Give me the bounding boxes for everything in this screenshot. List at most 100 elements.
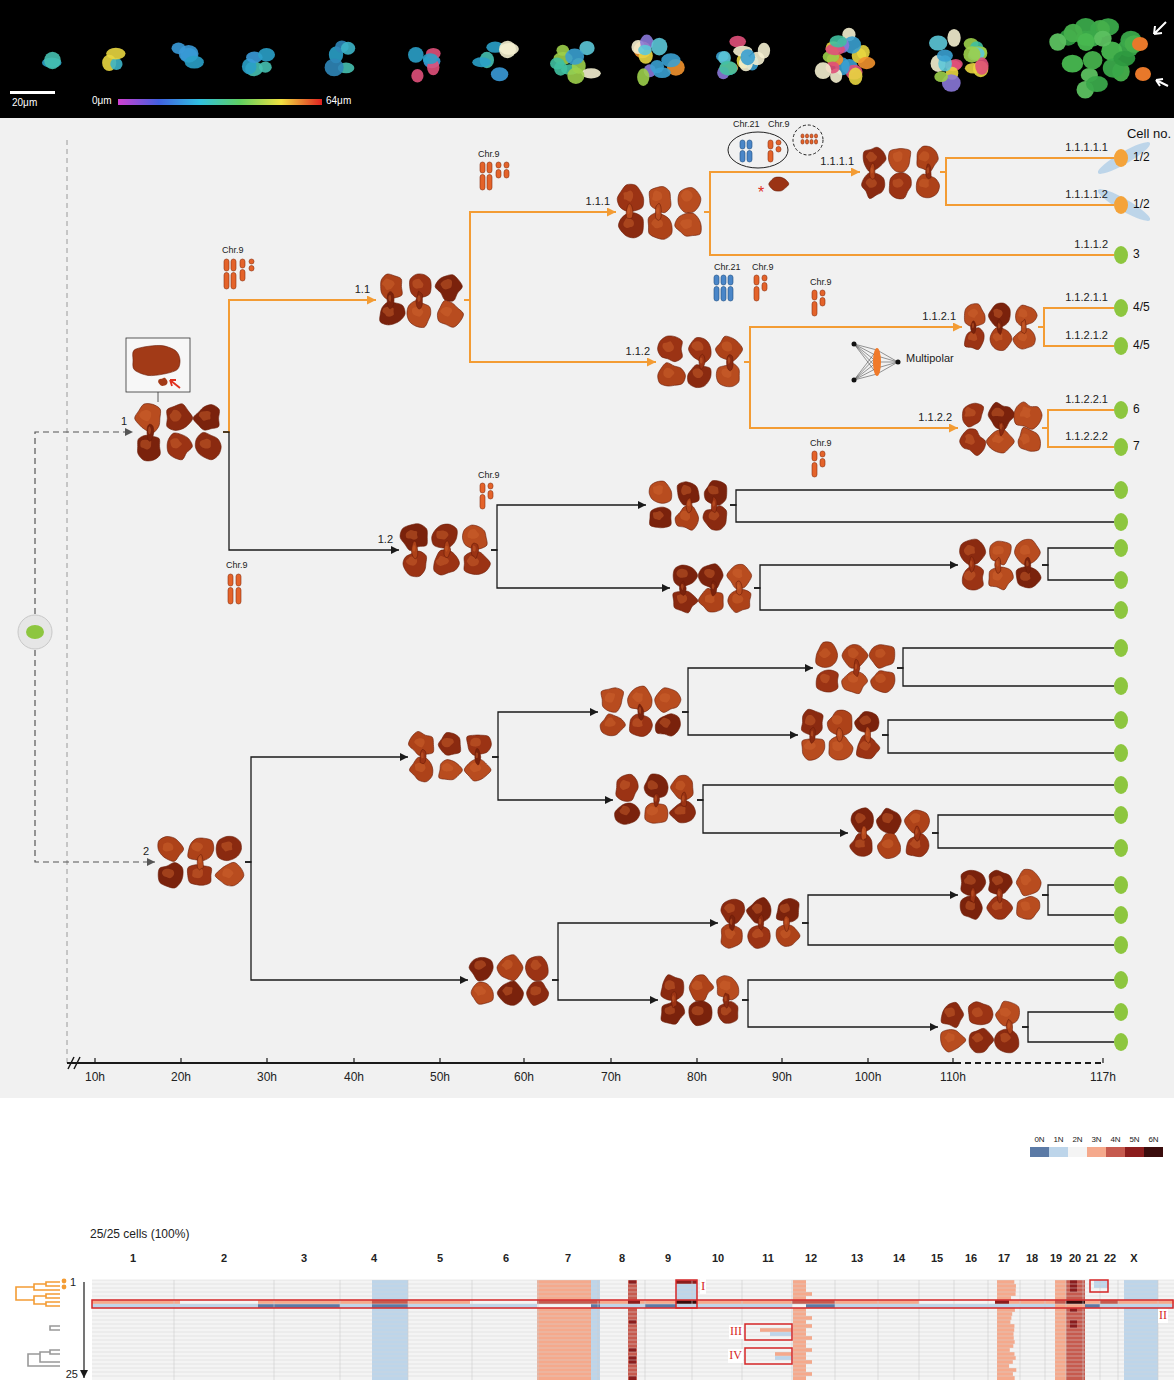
lineage-label: 1.1.2.2 <box>918 411 952 424</box>
copy-number-cell <box>1055 1340 1066 1344</box>
chromosome-arm <box>487 162 492 173</box>
chromatin-texture <box>1000 1008 1011 1017</box>
copy-number-cell <box>537 1376 591 1380</box>
chromatin-blob <box>888 149 910 173</box>
chromatin-texture <box>632 692 643 702</box>
chromosome-rule <box>645 1280 646 1380</box>
nucleus <box>729 36 746 48</box>
chromatin-blob <box>658 336 683 362</box>
time-tick-label: 110h <box>940 1071 966 1085</box>
chromatin-texture <box>388 295 391 302</box>
chromatin-texture <box>382 307 394 317</box>
copy-number-cell <box>1009 1288 1016 1292</box>
chromosome-arm <box>812 302 817 317</box>
chromatin-blob <box>876 808 901 834</box>
chromatin-blob <box>758 915 764 930</box>
nucleus <box>758 43 770 59</box>
copy-number-cell <box>372 1364 408 1368</box>
chromatin-texture <box>992 876 1003 886</box>
time-tick-label: 90h <box>772 1071 792 1085</box>
chromatin-texture <box>440 307 452 316</box>
copy-number-cell <box>806 1324 812 1328</box>
mitosis-node: 2 <box>155 834 245 890</box>
chromatin-texture <box>1022 323 1024 328</box>
highlight-ring <box>728 132 788 168</box>
chromatin-blob <box>689 337 712 362</box>
copy-number-cell <box>1055 1360 1066 1364</box>
copy-number-cell <box>997 1364 1009 1368</box>
legend-label: 5N <box>1129 1135 1139 1144</box>
cell-oval <box>1114 246 1128 264</box>
lineage-branch <box>491 505 646 550</box>
legend-swatch <box>1049 1147 1068 1157</box>
lineage-branch <box>932 833 1114 848</box>
chromatin-blob <box>615 803 640 824</box>
copy-number-cell <box>372 1368 408 1372</box>
chromatin-texture <box>991 408 1004 417</box>
chromosome-label: Chr.9 <box>810 277 832 287</box>
daughter-cell <box>1114 906 1128 924</box>
chromatin-blob <box>854 659 860 676</box>
chromatin-texture <box>811 730 814 736</box>
chromosome-header: 16 <box>965 1252 977 1265</box>
chromosome-header: 1 <box>130 1252 136 1265</box>
chromatin-blob <box>193 405 219 431</box>
lineage-branch <box>492 757 613 800</box>
legend-swatch <box>1106 1147 1125 1157</box>
lineage-branch <box>223 300 376 432</box>
legend-swatch <box>1125 1147 1144 1157</box>
copy-number-cell <box>537 1356 591 1360</box>
highlight-box <box>92 1300 1173 1308</box>
chromosome-rule <box>598 1280 599 1380</box>
lineage-branch <box>245 862 468 980</box>
chromatin-texture <box>848 648 859 658</box>
chromosome-header: 18 <box>1026 1252 1038 1265</box>
chromosome-arm <box>812 451 817 461</box>
lineage-branch <box>1042 548 1114 565</box>
daughter-cell <box>1114 539 1128 557</box>
lineage-branch <box>697 785 1114 800</box>
copy-number-cell <box>1124 1332 1158 1336</box>
chromatin-blob <box>729 915 735 930</box>
chromatin-blob <box>475 749 481 765</box>
copy-number-cell <box>1124 1360 1158 1364</box>
chromatin-texture <box>893 151 903 162</box>
chromatin-texture <box>623 191 633 202</box>
copy-number-cell <box>629 1280 636 1284</box>
row-rule <box>92 1344 1174 1345</box>
chromosome-arm <box>810 134 813 138</box>
chromatin-blob <box>655 203 661 220</box>
cell-number: 7 <box>1133 440 1140 454</box>
chromatin-blob <box>969 557 975 573</box>
chromatin-blob <box>877 833 900 858</box>
lineage-label: 1.1.1.2 <box>1074 238 1108 251</box>
chromosome-rule <box>538 1280 539 1380</box>
chromatin-texture <box>752 929 763 938</box>
nucleus <box>650 60 664 73</box>
copy-number-cell <box>793 1356 806 1360</box>
chromatin-texture <box>859 715 871 725</box>
copy-number-cell <box>1066 1332 1085 1336</box>
highlight-box <box>676 1280 697 1308</box>
chromatin-texture <box>445 546 448 552</box>
chromatin-blob <box>655 688 681 713</box>
chromosome-label: Chr.9 <box>226 560 248 570</box>
chromosome-rule <box>1083 1280 1084 1380</box>
lineage-branch <box>1038 327 1114 346</box>
mitosis-node: 1.1.1 <box>616 183 704 241</box>
copy-number-cell <box>591 1316 600 1320</box>
copy-number-cell <box>1070 1284 1077 1288</box>
region-callout: I <box>700 1279 706 1294</box>
chromatin-texture <box>659 693 670 702</box>
chromatin-texture <box>1019 433 1029 444</box>
copy-number-cell <box>1124 1372 1158 1376</box>
chromosome-rule <box>878 1280 879 1380</box>
chromatin-blob <box>971 321 976 334</box>
chromatin-texture <box>414 738 424 747</box>
chromatin-blob <box>626 204 633 219</box>
chromatin-blob <box>525 956 548 981</box>
chromatin-blob <box>195 432 221 459</box>
mitosis-node: 1 <box>133 402 223 462</box>
copy-number-cell <box>591 1288 600 1292</box>
